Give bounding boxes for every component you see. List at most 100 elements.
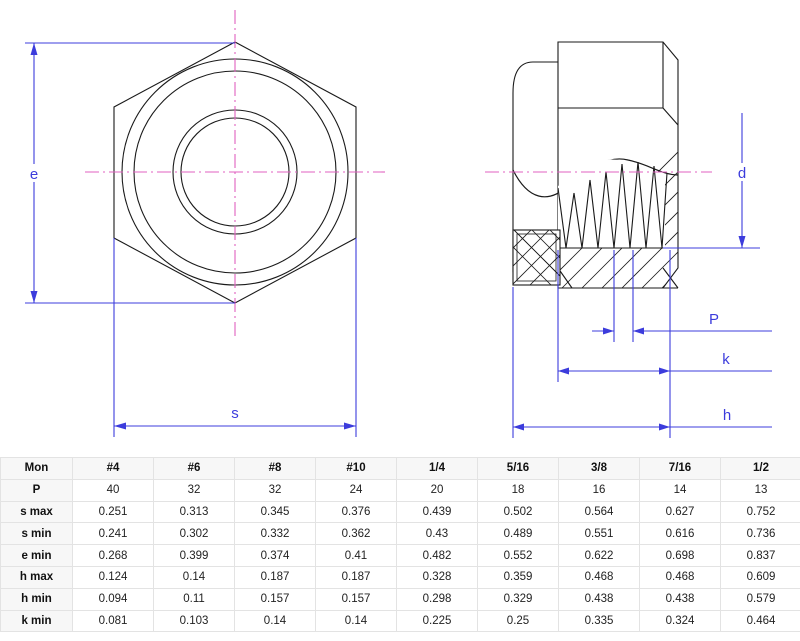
table-row: P 40 32 32 24 20 18 16 14 13 xyxy=(0,478,800,502)
spec-table-head: Mon #4 #6 #8 #10 1/4 5/16 3/8 7/16 1/2 xyxy=(0,457,800,480)
cell-p-6: 16 xyxy=(558,478,640,502)
nylon-insert-inner-edge xyxy=(516,233,557,282)
cell-k-min-2: 0.14 xyxy=(234,609,316,633)
cell-s-max-1: 0.313 xyxy=(153,500,235,524)
cell-s-max-5: 0.502 xyxy=(477,500,559,524)
cell-s-max-3: 0.376 xyxy=(315,500,397,524)
thread-bore-region xyxy=(558,159,665,248)
cell-h-min-8: 0.579 xyxy=(720,587,800,611)
table-row: h max 0.124 0.14 0.187 0.187 0.328 0.359… xyxy=(0,565,800,589)
cell-h-min-4: 0.298 xyxy=(396,587,478,611)
row-label-p: P xyxy=(0,478,73,502)
header-cell-size-8: 1/2 xyxy=(720,457,800,480)
cell-e-min-8: 0.837 xyxy=(720,544,800,567)
cell-s-max-6: 0.564 xyxy=(558,500,640,524)
table-row: h min 0.094 0.11 0.157 0.157 0.298 0.329… xyxy=(0,587,800,611)
dimension-label-k: k xyxy=(722,351,730,368)
dimension-label-h: h xyxy=(723,407,731,424)
header-cell-mon: Mon xyxy=(0,457,73,480)
cell-e-min-6: 0.622 xyxy=(558,544,640,567)
cell-p-4: 20 xyxy=(396,478,478,502)
dimension-e: e xyxy=(25,42,235,304)
cell-e-min-1: 0.399 xyxy=(153,544,235,567)
cell-e-min-2: 0.374 xyxy=(234,544,316,567)
cell-s-min-4: 0.43 xyxy=(396,522,478,546)
cell-h-max-5: 0.359 xyxy=(477,565,559,589)
dimension-h: h xyxy=(512,287,772,438)
cell-k-min-5: 0.25 xyxy=(477,609,559,633)
row-label-s-min: s min xyxy=(0,522,73,546)
cell-h-max-0: 0.124 xyxy=(72,565,154,589)
d-label-bg xyxy=(734,163,751,181)
cell-p-1: 32 xyxy=(153,478,235,502)
header-cell-size-2: #8 xyxy=(234,457,316,480)
cell-s-max-0: 0.251 xyxy=(72,500,154,524)
cell-h-min-1: 0.11 xyxy=(153,587,235,611)
h-arrow-left xyxy=(513,423,524,431)
e-arrow-top xyxy=(30,43,38,55)
technical-drawing-svg: e s xyxy=(25,10,772,438)
header-cell-size-4: 1/4 xyxy=(396,457,478,480)
hex-nut-side-section-view: d P xyxy=(485,41,772,438)
table-row: s min 0.241 0.302 0.332 0.362 0.43 0.489… xyxy=(0,522,800,546)
cell-k-min-6: 0.335 xyxy=(558,609,640,633)
cell-s-max-2: 0.345 xyxy=(234,500,316,524)
s-arrow-left xyxy=(114,422,126,430)
h-arrow-right xyxy=(659,423,670,431)
cell-p-3: 24 xyxy=(315,478,397,502)
cell-s-min-1: 0.302 xyxy=(153,522,235,546)
chamfer-right-edge xyxy=(662,42,679,126)
cell-s-min-2: 0.332 xyxy=(234,522,316,546)
cell-s-min-6: 0.551 xyxy=(558,522,640,546)
cell-e-min-5: 0.552 xyxy=(477,544,559,567)
cell-h-min-2: 0.157 xyxy=(234,587,316,611)
cell-s-max-8: 0.752 xyxy=(720,500,800,524)
cell-s-max-7: 0.627 xyxy=(639,500,721,524)
header-cell-size-1: #6 xyxy=(153,457,235,480)
table-row: k min 0.081 0.103 0.14 0.14 0.225 0.25 0… xyxy=(0,609,800,633)
dimension-label-e: e xyxy=(30,166,38,183)
P-arrow-right xyxy=(633,327,644,335)
cell-p-2: 32 xyxy=(234,478,316,502)
header-cell-size-3: #10 xyxy=(315,457,397,480)
header-cell-size-5: 5/16 xyxy=(477,457,559,480)
cell-k-min-3: 0.14 xyxy=(315,609,397,633)
cell-h-min-7: 0.438 xyxy=(639,587,721,611)
e-label-bg xyxy=(26,164,43,182)
cell-h-min-5: 0.329 xyxy=(477,587,559,611)
thread-profile xyxy=(557,161,668,249)
cell-e-min-7: 0.698 xyxy=(639,544,721,567)
P-arrow-left xyxy=(603,327,614,335)
cell-h-max-3: 0.187 xyxy=(315,565,397,589)
cell-s-min-3: 0.362 xyxy=(315,522,397,546)
cell-h-min-0: 0.094 xyxy=(72,587,154,611)
dimension-s: s xyxy=(113,238,357,437)
header-cell-size-6: 3/8 xyxy=(558,457,640,480)
k-arrow-left xyxy=(558,367,569,375)
table-row: e min 0.268 0.399 0.374 0.41 0.482 0.552… xyxy=(0,544,800,567)
dimension-label-d: d xyxy=(738,165,746,182)
dimension-P: P xyxy=(592,250,772,342)
cell-k-min-1: 0.103 xyxy=(153,609,235,633)
header-cell-size-0: #4 xyxy=(72,457,154,480)
d-arrow-bottom xyxy=(738,236,746,248)
cell-s-max-4: 0.439 xyxy=(396,500,478,524)
cell-h-max-7: 0.468 xyxy=(639,565,721,589)
cell-s-min-5: 0.489 xyxy=(477,522,559,546)
k-arrow-right xyxy=(659,367,670,375)
e-arrow-bottom xyxy=(30,291,38,303)
dimension-k: k xyxy=(557,250,772,438)
table-header-row: Mon #4 #6 #8 #10 1/4 5/16 3/8 7/16 1/2 xyxy=(0,457,800,480)
cell-e-min-4: 0.482 xyxy=(396,544,478,567)
cell-h-max-6: 0.468 xyxy=(558,565,640,589)
row-label-k-min: k min xyxy=(0,609,73,633)
row-label-s-max: s max xyxy=(0,500,73,524)
s-arrow-right xyxy=(344,422,356,430)
row-label-e-min: e min xyxy=(0,544,73,567)
header-cell-size-7: 7/16 xyxy=(639,457,721,480)
cell-h-min-3: 0.157 xyxy=(315,587,397,611)
dimension-label-P: P xyxy=(709,311,719,328)
cell-k-min-4: 0.225 xyxy=(396,609,478,633)
cell-p-0: 40 xyxy=(72,478,154,502)
